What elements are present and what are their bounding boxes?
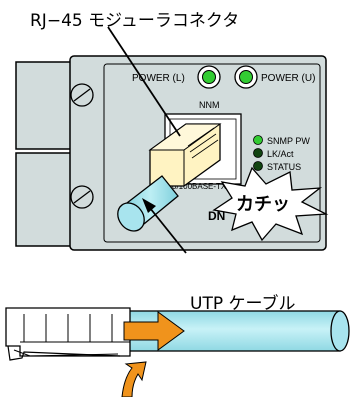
press-latch-arrow-icon bbox=[121, 361, 147, 397]
rj45-connector-callout: RJ−45 モジューラコネクタ bbox=[30, 11, 240, 31]
utp-cable-callout: UTP ケーブル bbox=[190, 294, 296, 314]
power-u-label: POWER (U) bbox=[261, 73, 315, 84]
status-label: STATUS bbox=[267, 162, 301, 172]
click-burst: カチッ bbox=[212, 166, 329, 242]
screw-icon bbox=[70, 83, 94, 107]
lk-act-label: LK/Act bbox=[267, 149, 294, 159]
cable-segment-diagonal bbox=[117, 175, 179, 232]
plug-latch bbox=[7, 345, 121, 361]
lk-act-led-icon bbox=[253, 148, 263, 158]
power-u-led-icon bbox=[234, 65, 258, 89]
plug-side-view bbox=[5, 307, 350, 361]
click-sound-label: カチッ bbox=[236, 194, 290, 215]
status-leds: SNMP PW LK/Act STATUS bbox=[253, 135, 310, 172]
snmp-pw-label: SNMP PW bbox=[267, 136, 310, 146]
cable-pointer-line bbox=[145, 202, 187, 254]
port-sub-label: 0/100BASE-TX bbox=[172, 182, 227, 191]
power-l-led-icon bbox=[197, 65, 221, 89]
port-label: NNM bbox=[199, 100, 220, 110]
bracket-block-upper bbox=[15, 61, 73, 150]
push-arrow-icon bbox=[123, 311, 185, 351]
power-l-label: POWER (L) bbox=[132, 73, 185, 84]
connector-pointer-line bbox=[107, 26, 181, 137]
bracket-block-lower bbox=[15, 152, 73, 247]
rj45-plug-inserted bbox=[117, 123, 222, 232]
screw-icon bbox=[70, 185, 94, 209]
status-led-icon bbox=[253, 161, 263, 171]
device-model-label: DN bbox=[208, 209, 225, 223]
snmp-pw-led-icon bbox=[253, 135, 263, 145]
